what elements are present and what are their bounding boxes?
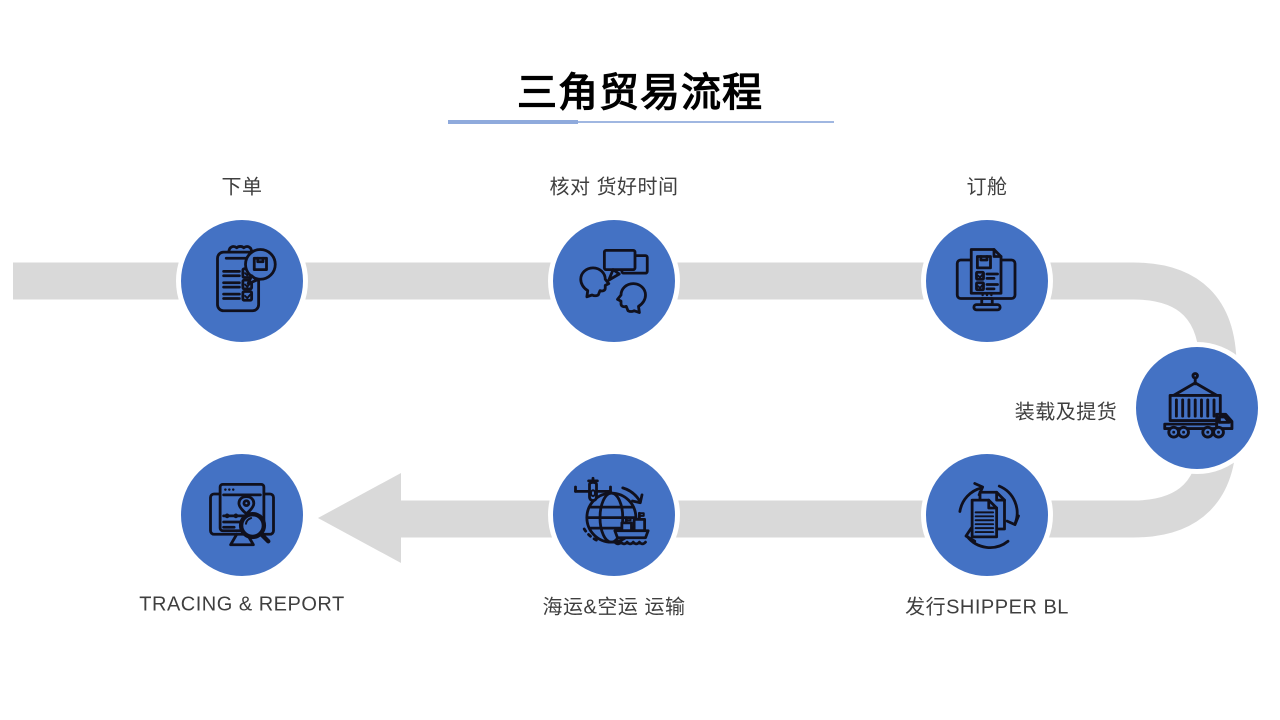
step-circle-loading-pickup: [1131, 342, 1263, 474]
step-circle-sea-air-transport: [548, 449, 680, 581]
title-underline-thick: [448, 120, 578, 124]
step-label-confirm-cargo-time: 核对 货好时间: [549, 176, 679, 199]
title-underline-thin: [578, 121, 834, 123]
booking-monitor-icon: [955, 248, 1017, 312]
step-circle-tracing-report: [176, 449, 308, 581]
step-label-place-order: 下单: [221, 176, 263, 199]
step-label-booking: 订舱: [966, 176, 1008, 199]
shipper-bl-documents-icon: [958, 482, 1020, 549]
flow-arrow-head: [318, 473, 401, 563]
step-label-tracing-report: TRACING & REPORT: [139, 593, 345, 616]
page-title: 三角贸易流程: [517, 71, 763, 115]
step-label-loading-pickup: 装载及提货: [1014, 401, 1118, 424]
title-underline: [448, 120, 834, 125]
chat-discussion-icon: [579, 248, 649, 314]
global-transport-icon: [574, 476, 650, 546]
step-label-issue-shipper-bl: 发行SHIPPER BL: [905, 596, 1069, 619]
step-circle-booking: [921, 215, 1053, 347]
step-circle-issue-shipper-bl: [921, 449, 1053, 581]
container-truck-icon: [1163, 372, 1234, 439]
order-clipboard-icon: [216, 245, 277, 313]
tracing-monitor-icon: [209, 482, 275, 547]
step-label-sea-air-transport: 海运&空运 运输: [542, 596, 686, 619]
step-circle-place-order: [176, 215, 308, 347]
step-circle-confirm-cargo-time: [548, 215, 680, 347]
